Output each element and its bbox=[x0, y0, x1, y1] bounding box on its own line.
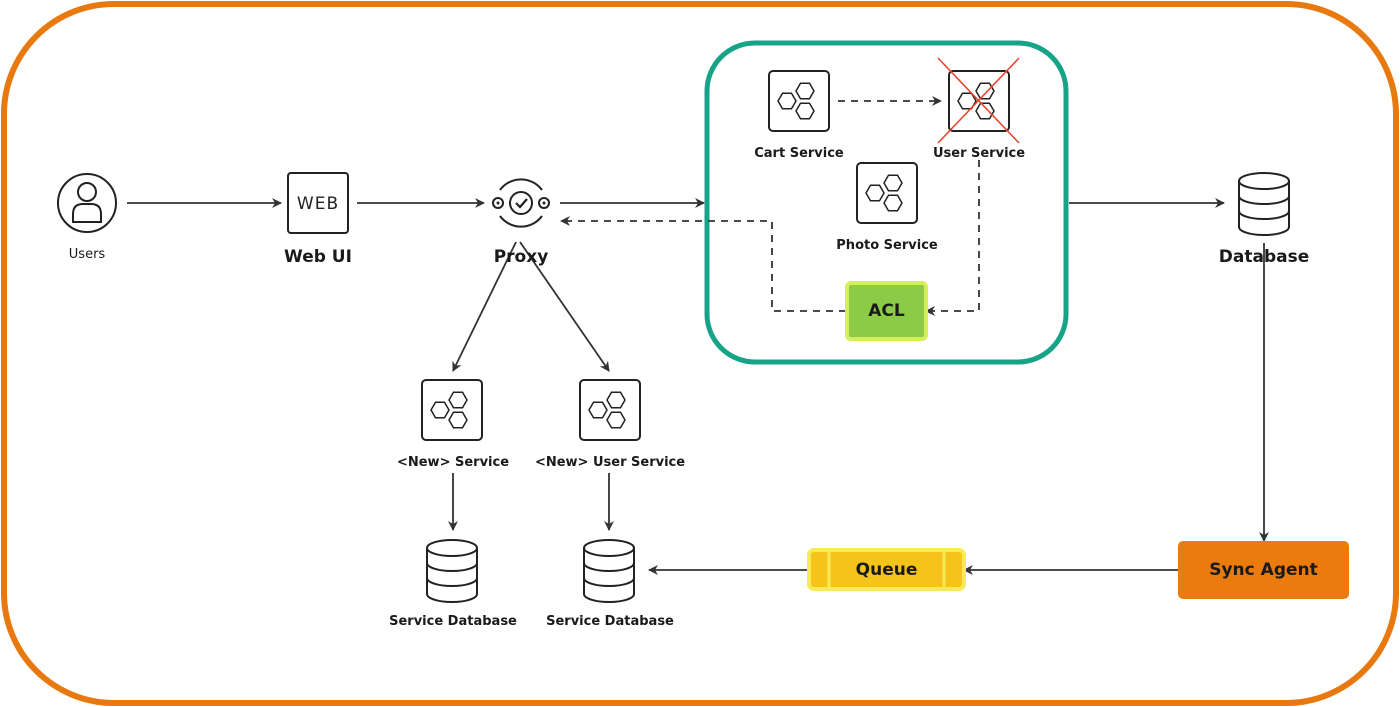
edge-proxy-newservice bbox=[452, 241, 517, 372]
queue-box bbox=[807, 548, 966, 591]
database-icon bbox=[1238, 172, 1290, 236]
user-icon bbox=[57, 173, 117, 233]
service-database-2-label: Service Database bbox=[546, 614, 674, 629]
legacy-bounded-context bbox=[704, 40, 1069, 365]
users-label: Users bbox=[68, 247, 106, 262]
edge-proxy-newuserservice bbox=[519, 241, 610, 372]
cart-service-icon bbox=[768, 70, 830, 132]
queue-label: Queue bbox=[855, 559, 918, 580]
cart-service-label: Cart Service bbox=[754, 146, 844, 161]
service-database-2-icon bbox=[583, 539, 635, 603]
sync-agent-label: Sync Agent bbox=[1209, 560, 1318, 580]
service-database-1-label: Service Database bbox=[389, 614, 517, 629]
webui-label: Web UI bbox=[284, 247, 352, 267]
service-database-1-icon bbox=[426, 539, 478, 603]
acl-box bbox=[845, 281, 928, 341]
new-user-service-icon bbox=[579, 379, 641, 441]
web-icon: WEB bbox=[287, 172, 349, 234]
acl-label: ACL bbox=[868, 301, 905, 321]
deprecated-cross-icon bbox=[937, 57, 1020, 144]
sync-agent-box bbox=[1178, 541, 1349, 599]
edges bbox=[127, 96, 1269, 575]
new-user-service-label: <New> User Service bbox=[534, 455, 686, 470]
photo-service-label: Photo Service bbox=[836, 238, 938, 253]
database-label: Database bbox=[1218, 247, 1310, 267]
edge-acl-proxy bbox=[560, 216, 846, 312]
proxy-label: Proxy bbox=[493, 247, 549, 267]
proxy-icon bbox=[492, 178, 550, 228]
new-service-icon bbox=[421, 379, 483, 441]
photo-service-icon bbox=[856, 162, 918, 224]
user-service-label: User Service bbox=[932, 146, 1026, 161]
edge-user-acl bbox=[925, 160, 980, 316]
web-icon-text: WEB bbox=[297, 194, 339, 214]
new-service-label: <New> Service bbox=[396, 455, 510, 470]
